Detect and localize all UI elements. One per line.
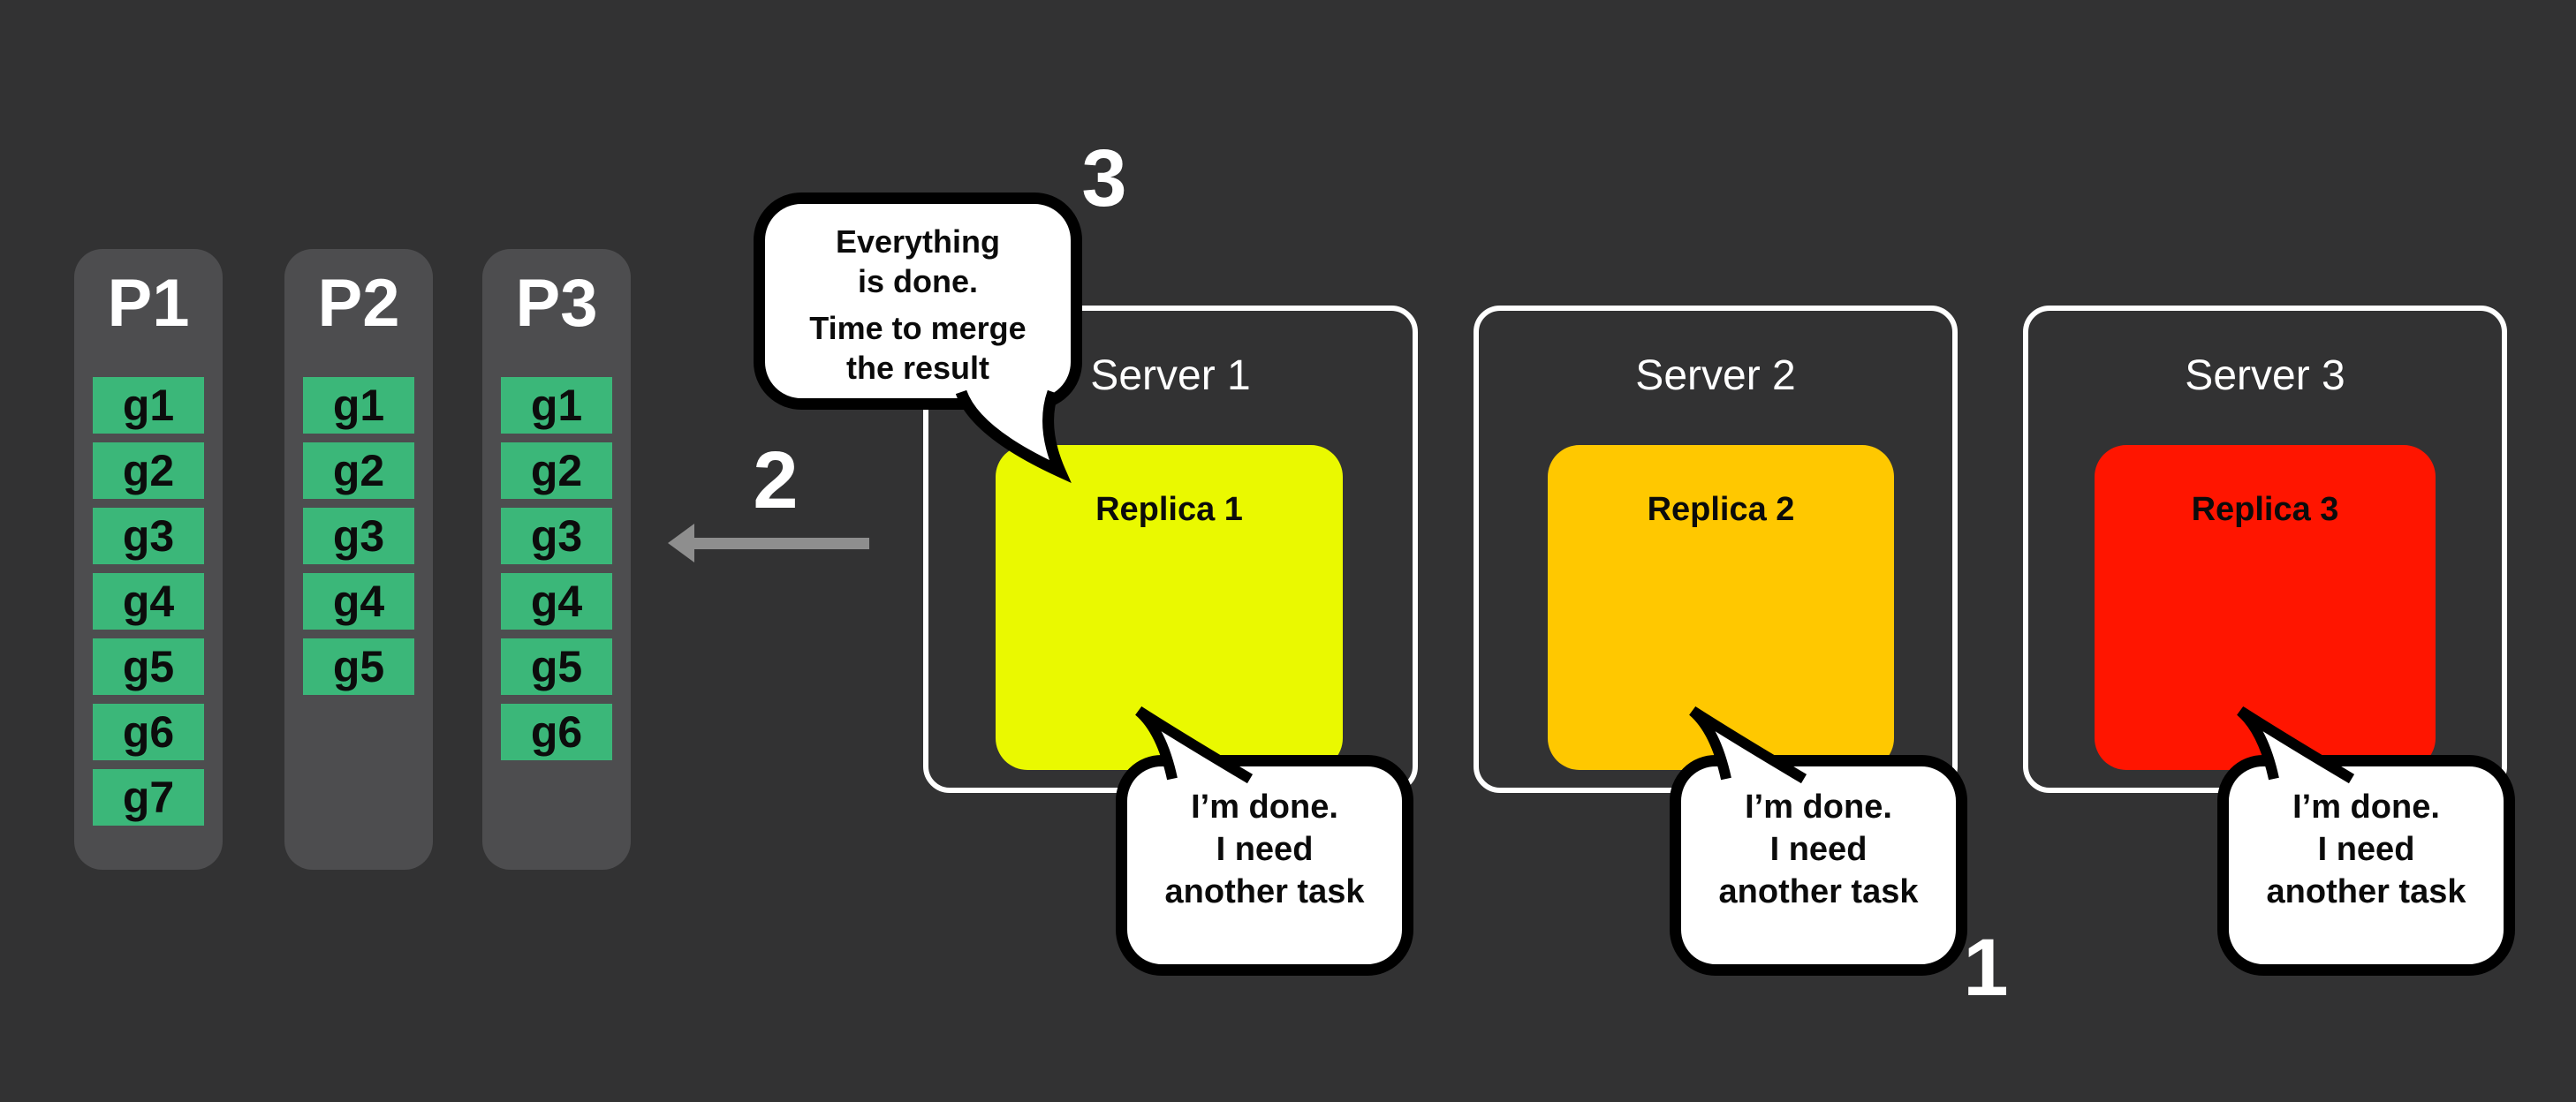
replica-title-3: Replica 3 (2191, 491, 2339, 528)
speech-bubble-done-2: I’m done. I need another task (1670, 755, 1967, 976)
replica-title-2: Replica 2 (1647, 491, 1795, 528)
speech-tail-done-1 (1134, 706, 1254, 784)
task-cell-g2: g2 (93, 442, 204, 499)
speech-tail-merge (955, 389, 1072, 484)
merge-line-3: Time to merge (809, 310, 1027, 346)
server-title-2: Server 2 (1635, 352, 1796, 399)
task-cell-g6: g6 (93, 704, 204, 760)
merge-arrow-line (693, 538, 869, 549)
merge-line-4: the result (845, 350, 990, 386)
speech-bubble-done-3: I’m done. I need another task (2217, 755, 2515, 976)
task-cell-g4: g4 (93, 573, 204, 630)
task-cell-g1: g1 (501, 377, 612, 434)
done3-line-1: I’m done. (2292, 789, 2440, 826)
task-cell-g7: g7 (93, 769, 204, 826)
replica-2: Replica 2 (1548, 445, 1894, 770)
task-cell-g3: g3 (303, 508, 414, 564)
task-stack-p2: g1 g2 g3 g4 g5 (284, 377, 433, 695)
speech-tail-done-2 (1688, 706, 1807, 784)
task-stack-p1: g1 g2 g3 g4 g5 g6 g7 (74, 377, 223, 826)
merge-line-2: is done. (857, 263, 979, 299)
replica-title-1: Replica 1 (1095, 491, 1243, 528)
done1-line-3: another task (1164, 873, 1365, 910)
replica-1: Replica 1 (996, 445, 1343, 770)
task-cell-g2: g2 (303, 442, 414, 499)
server-title-1: Server 1 (1090, 352, 1251, 399)
task-cell-g3: g3 (93, 508, 204, 564)
done1-line-2: I need (1216, 831, 1314, 868)
server-title-3: Server 3 (2185, 352, 2345, 399)
done1-line-1: I’m done. (1191, 789, 1338, 826)
partition-p1: P1 g1 g2 g3 g4 g5 g6 g7 (74, 249, 223, 870)
task-cell-g5: g5 (501, 638, 612, 695)
partition-title-p1: P1 (107, 266, 190, 341)
task-cell-g6: g6 (501, 704, 612, 760)
task-cell-g4: g4 (501, 573, 612, 630)
task-cell-g5: g5 (93, 638, 204, 695)
partition-title-p2: P2 (317, 266, 400, 341)
done2-line-3: another task (1718, 873, 1919, 910)
task-cell-g5: g5 (303, 638, 414, 695)
merge-arrow-head-icon (668, 524, 694, 562)
done3-line-3: another task (2266, 873, 2466, 910)
partition-p3: P3 g1 g2 g3 g4 g5 g6 (482, 249, 631, 870)
done2-line-1: I’m done. (1745, 789, 1892, 826)
partition-title-p3: P3 (515, 266, 598, 341)
merge-line-1: Everything (835, 223, 1001, 260)
done2-line-2: I need (1769, 831, 1868, 868)
task-cell-g1: g1 (93, 377, 204, 434)
task-cell-g3: g3 (501, 508, 612, 564)
task-cell-g2: g2 (501, 442, 612, 499)
task-cell-g1: g1 (303, 377, 414, 434)
speech-bubble-merge: Everything is done. Time to merge the re… (754, 192, 1082, 410)
task-cell-g4: g4 (303, 573, 414, 630)
step-2-label: 2 (753, 435, 799, 525)
partition-p2: P2 g1 g2 g3 g4 g5 (284, 249, 433, 870)
speech-bubble-done-1: I’m done. I need another task (1116, 755, 1413, 976)
task-stack-p3: g1 g2 g3 g4 g5 g6 (482, 377, 631, 760)
step-1-label: 1 (1963, 923, 2009, 1013)
done3-line-2: I need (2317, 831, 2415, 868)
replica-3: Replica 3 (2095, 445, 2436, 770)
step-3-label: 3 (1081, 133, 1127, 223)
speech-tail-done-3 (2236, 706, 2355, 784)
